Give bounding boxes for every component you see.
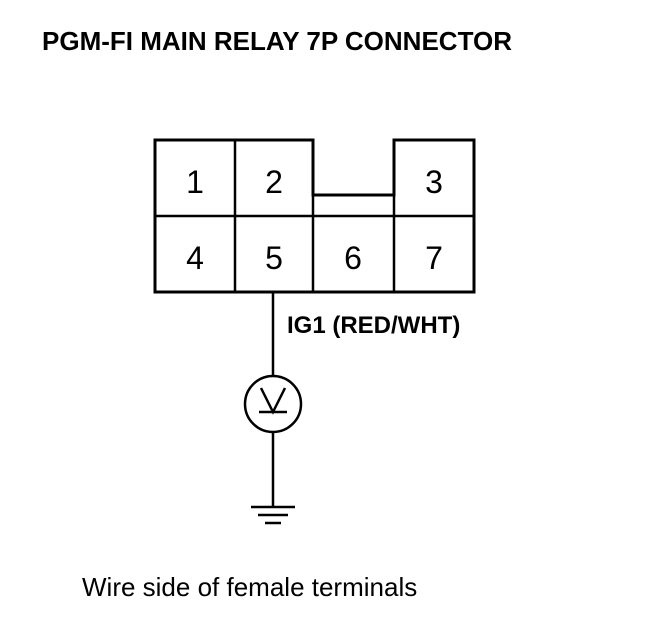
- diagram-title: PGM-FI MAIN RELAY 7P CONNECTOR: [42, 26, 512, 56]
- diagram-caption: Wire side of female terminals: [82, 572, 417, 602]
- pin-6-label: 6: [344, 240, 362, 276]
- pin-7-label: 7: [425, 240, 443, 276]
- pin-5-label: 5: [265, 240, 283, 276]
- pin-1-label: 1: [186, 164, 204, 200]
- pin-2-label: 2: [265, 164, 283, 200]
- pin-4-label: 4: [186, 240, 204, 276]
- voltmeter-icon: [243, 374, 303, 434]
- wire-label: IG1 (RED/WHT): [287, 312, 460, 339]
- connector-7p: 1 2 3 4 5 6 7: [153, 138, 476, 294]
- ground-icon: [251, 505, 295, 525]
- pin-3-label: 3: [425, 164, 443, 200]
